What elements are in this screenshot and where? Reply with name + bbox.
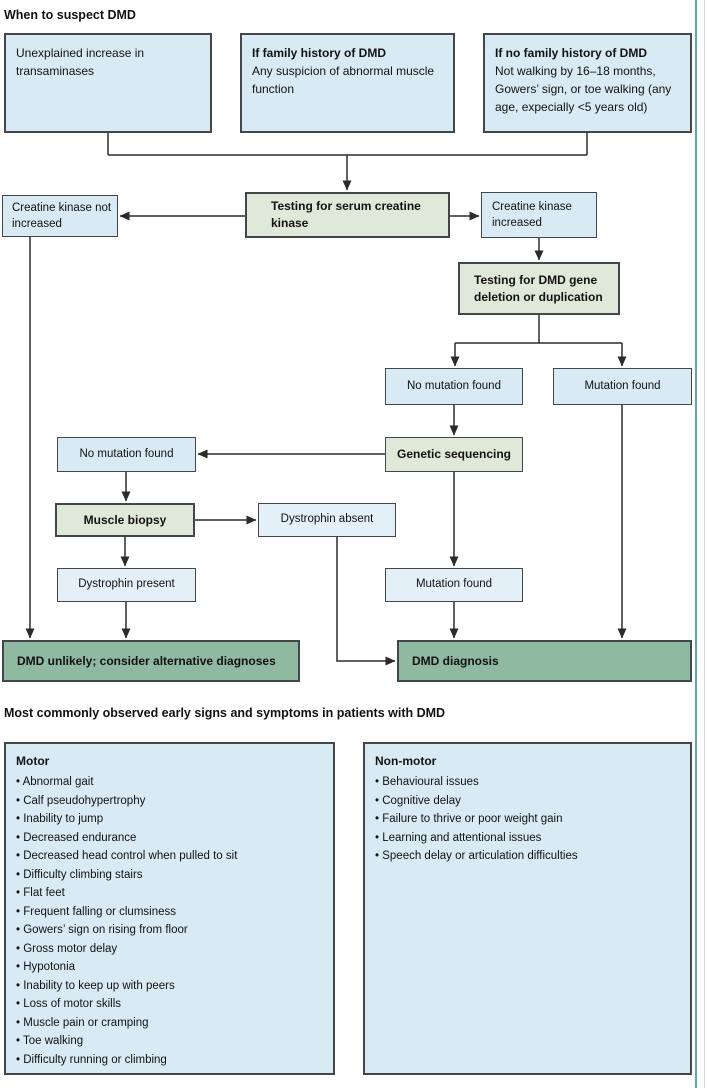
symptom-item: Behavioural issues bbox=[375, 773, 680, 792]
page-edge-accent-line bbox=[695, 0, 697, 1088]
symptom-item: Decreased endurance bbox=[16, 829, 323, 848]
symptom-item: Difficulty climbing stairs bbox=[16, 866, 323, 885]
symptom-item: Inability to keep up with peers bbox=[16, 977, 323, 996]
section-title-signs-symptoms: Most commonly observed early signs and s… bbox=[4, 706, 446, 720]
node-muscle-biopsy: Muscle biopsy bbox=[55, 503, 195, 537]
node-dystrophin-absent: Dystrophin absent bbox=[258, 503, 396, 537]
symptom-item: Failure to thrive or poor weight gain bbox=[375, 810, 680, 829]
suspect-box-transaminases-text: Unexplained increase in transaminases bbox=[16, 46, 145, 78]
outcome-dmd-diagnosis: DMD diagnosis bbox=[397, 640, 692, 682]
symptom-item: Cognitive delay bbox=[375, 792, 680, 811]
suspect-box-no-family-history-text: Not walking by 16–18 months, Gowers’ sig… bbox=[495, 64, 672, 114]
outcome-dmd-unlikely: DMD unlikely; consider alternative diagn… bbox=[2, 640, 300, 682]
symptom-item: Inability to jump bbox=[16, 810, 323, 829]
suspect-box-no-family-history-title: If no family history of DMD bbox=[495, 46, 648, 60]
symptom-item: Gross motor delay bbox=[16, 940, 323, 959]
node-genetic-sequencing: Genetic sequencing bbox=[385, 437, 523, 472]
symptom-item: Difficulty running or climbing bbox=[16, 1051, 323, 1070]
symptom-item: Muscle pain or cramping bbox=[16, 1014, 323, 1033]
symptom-item: Abnormal gait bbox=[16, 773, 323, 792]
suspect-box-family-history: If family history of DMD Any suspicion o… bbox=[240, 33, 455, 133]
node-dystrophin-present: Dystrophin present bbox=[57, 568, 196, 602]
suspect-box-no-family-history: If no family history of DMD Not walking … bbox=[483, 33, 692, 133]
suspect-box-family-history-title: If family history of DMD bbox=[252, 46, 387, 60]
symptoms-box-motor: Motor Abnormal gaitCalf pseudohypertroph… bbox=[4, 742, 335, 1075]
symptoms-non-motor-title: Non-motor bbox=[375, 754, 437, 768]
symptom-item: Learning and attentional issues bbox=[375, 829, 680, 848]
symptoms-motor-title: Motor bbox=[16, 754, 50, 768]
node-no-mutation-found-2: No mutation found bbox=[57, 437, 196, 472]
symptom-item: Gowers’ sign on rising from floor bbox=[16, 921, 323, 940]
node-creatine-kinase-increased: Creatine kinase increased bbox=[481, 192, 597, 238]
symptom-item: Loss of motor skills bbox=[16, 995, 323, 1014]
symptoms-non-motor-list: Behavioural issuesCognitive delayFailure… bbox=[375, 773, 680, 866]
suspect-box-transaminases: Unexplained increase in transaminases bbox=[4, 33, 212, 133]
node-mutation-found-2: Mutation found bbox=[385, 568, 523, 602]
symptom-item: Decreased head control when pulled to si… bbox=[16, 847, 323, 866]
symptom-item: Toe walking bbox=[16, 1032, 323, 1051]
symptoms-box-non-motor: Non-motor Behavioural issuesCognitive de… bbox=[363, 742, 692, 1075]
symptoms-motor-list: Abnormal gaitCalf pseudohypertrophyInabi… bbox=[16, 773, 323, 1069]
symptom-item: Hypotonia bbox=[16, 958, 323, 977]
symptom-item: Frequent falling or clumsiness bbox=[16, 903, 323, 922]
page-edge-border-line bbox=[704, 0, 705, 1088]
symptom-item: Flat feet bbox=[16, 884, 323, 903]
symptom-item: Speech delay or articulation difficultie… bbox=[375, 847, 680, 866]
node-no-mutation-found-1: No mutation found bbox=[385, 368, 523, 405]
node-testing-serum-creatine-kinase: Testing for serum creatine kinase bbox=[245, 192, 450, 238]
node-creatine-kinase-not-increased: Creatine kinase not increased bbox=[2, 195, 118, 237]
node-testing-dmd-gene-deletion-duplication: Testing for DMD gene deletion or duplica… bbox=[458, 262, 620, 315]
node-mutation-found-1: Mutation found bbox=[553, 368, 692, 405]
suspect-box-family-history-text: Any suspicion of abnormal muscle functio… bbox=[252, 64, 435, 96]
section-title-when-to-suspect: When to suspect DMD bbox=[4, 8, 136, 22]
symptom-item: Calf pseudohypertrophy bbox=[16, 792, 323, 811]
